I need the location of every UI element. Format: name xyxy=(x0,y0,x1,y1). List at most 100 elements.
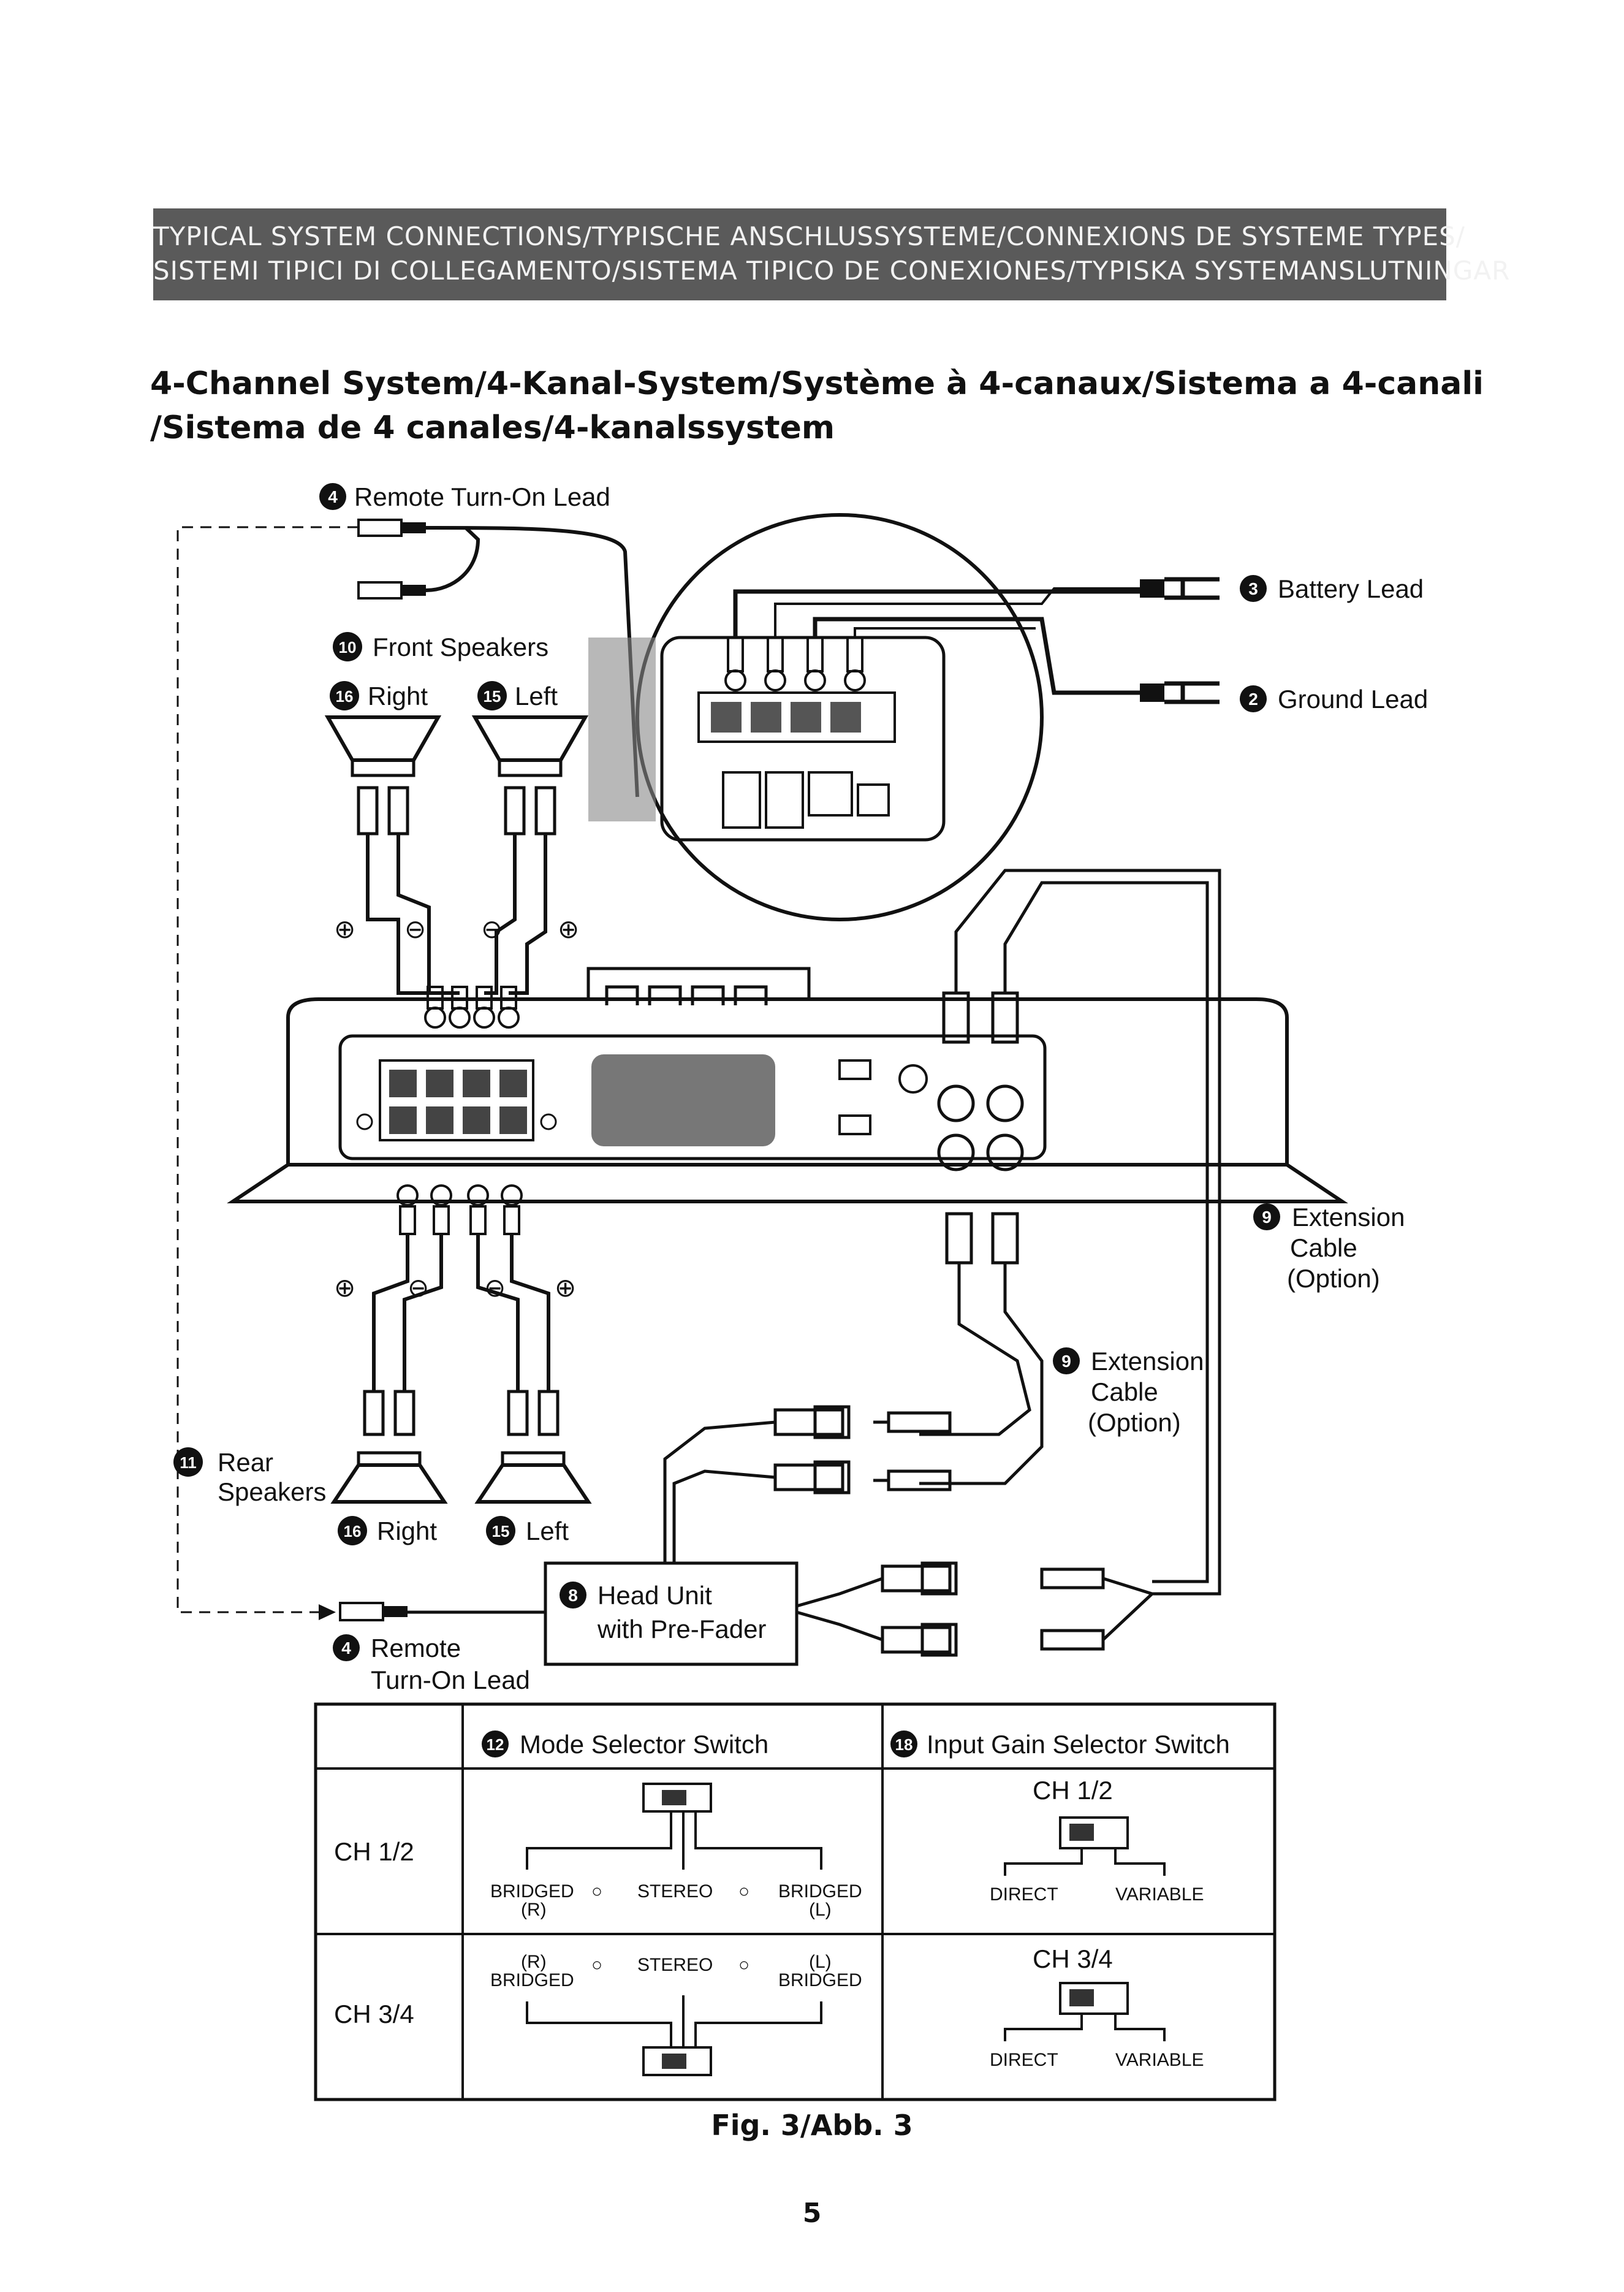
svg-text:(Option): (Option) xyxy=(1088,1408,1181,1437)
rear-right-speaker xyxy=(330,1390,448,1504)
label-front-speakers: 10 Front Speakers xyxy=(333,632,548,661)
heading-line-1: 4-Channel System/4-Kanal-System/Système … xyxy=(150,365,1484,402)
banner-line-2: SISTEMI TIPICI DI COLLEGAMENTO/SISTEMA T… xyxy=(153,256,1511,286)
rca-plugs-lower xyxy=(796,1561,1153,1657)
svg-text:○: ○ xyxy=(738,1955,749,1975)
page-number: 5 xyxy=(802,2198,822,2229)
remote-lead-connector-bottom: 4 Remote Turn-On Lead xyxy=(333,1602,545,1694)
svg-text:CH 1/2: CH 1/2 xyxy=(1033,1776,1113,1805)
rca-input-cables xyxy=(919,869,1221,1596)
front-left-pos-wire xyxy=(509,834,547,995)
plus-symbol: ⊕ xyxy=(334,1273,355,1302)
label-front-left: 15 Left xyxy=(477,681,558,710)
svg-text:DIRECT: DIRECT xyxy=(990,2050,1058,2070)
mode-switch-ch34: (R) ○ STEREO ○ (L) BRIDGED BRIDGED xyxy=(490,1952,862,2076)
plus-symbol: ⊕ xyxy=(334,915,355,943)
svg-text:BRIDGED: BRIDGED xyxy=(778,1881,862,1902)
label-rear-right: 16 Right xyxy=(338,1516,437,1545)
front-right-neg-wire xyxy=(397,834,460,995)
gain-switch-ch34: CH 3/4 DIRECT VARIABLE xyxy=(990,1944,1204,2070)
banner-line-1: TYPICAL SYSTEM CONNECTIONS/TYPISCHE ANSC… xyxy=(153,221,1465,251)
section-heading: 4-Channel System/4-Kanal-System/Système … xyxy=(150,362,1484,450)
svg-text:CH 3/4: CH 3/4 xyxy=(1033,1944,1113,1973)
label-ground-lead: 2 Ground Lead xyxy=(1240,685,1428,714)
mode-selector-header: 12 Mode Selector Switch xyxy=(482,1730,768,1759)
svg-text:Extension: Extension xyxy=(1292,1203,1405,1232)
ground-wire xyxy=(813,617,1220,704)
svg-text:Right: Right xyxy=(368,682,428,710)
amp-speaker-lugs-bottom xyxy=(397,1184,523,1235)
front-right-pos-wire xyxy=(366,834,435,995)
svg-text:Cable: Cable xyxy=(1091,1377,1158,1406)
front-left-speaker xyxy=(471,715,589,836)
label-rear-speakers: 11 Rear Speakers xyxy=(173,1447,326,1506)
svg-text:BRIDGED: BRIDGED xyxy=(490,1881,574,1902)
svg-text:Speakers: Speakers xyxy=(218,1477,326,1506)
label-rear-left: 15 Left xyxy=(486,1516,569,1545)
svg-text:○: ○ xyxy=(591,1881,602,1902)
label-extension-cable-mid: 9 Extension Cable (Option) xyxy=(1053,1347,1204,1437)
selector-table: 12 Mode Selector Switch 18 Input Gain Se… xyxy=(314,1702,1277,2101)
svg-text:DIRECT: DIRECT xyxy=(990,1884,1058,1905)
minus-symbol: ⊖ xyxy=(481,915,503,943)
amp-terminal-detail xyxy=(588,636,946,842)
svg-text:4: 4 xyxy=(328,487,338,506)
svg-text:3: 3 xyxy=(1248,579,1258,598)
plus-symbol: ⊕ xyxy=(558,915,579,943)
section-banner: TYPICAL SYSTEM CONNECTIONS/TYPISCHE ANSC… xyxy=(153,208,1511,300)
battery-wire xyxy=(733,577,1220,638)
svg-text:Ground Lead: Ground Lead xyxy=(1278,685,1428,714)
svg-text:Rear: Rear xyxy=(218,1448,273,1477)
svg-text:Battery Lead: Battery Lead xyxy=(1278,574,1424,603)
svg-text:Remote: Remote xyxy=(371,1634,461,1662)
svg-text:(L): (L) xyxy=(809,1900,832,1920)
svg-text:10: 10 xyxy=(339,638,357,657)
svg-text:12: 12 xyxy=(487,1735,504,1754)
svg-text:Mode Selector Switch: Mode Selector Switch xyxy=(520,1730,768,1759)
svg-text:VARIABLE: VARIABLE xyxy=(1115,2050,1204,2070)
svg-text:BRIDGED: BRIDGED xyxy=(778,1970,862,1990)
remote-lead-connector-top xyxy=(357,519,639,798)
figure-caption: Fig. 3/Abb. 3 xyxy=(711,2109,913,2142)
svg-text:BRIDGED: BRIDGED xyxy=(490,1970,574,1990)
amp-speaker-lugs-top xyxy=(424,986,520,1029)
svg-text:STEREO: STEREO xyxy=(637,1881,713,1902)
rear-left-speaker xyxy=(474,1390,592,1504)
svg-text:9: 9 xyxy=(1061,1352,1071,1371)
svg-text:Left: Left xyxy=(526,1517,569,1545)
label-extension-cable-right: 9 Extension Cable (Option) xyxy=(1253,1203,1405,1293)
svg-text:16: 16 xyxy=(344,1522,362,1540)
svg-text:11: 11 xyxy=(180,1453,197,1472)
rear-right-pos-wire xyxy=(372,1234,409,1392)
svg-text:STEREO: STEREO xyxy=(637,1955,713,1975)
svg-text:15: 15 xyxy=(492,1522,510,1540)
plus-symbol: ⊕ xyxy=(555,1273,576,1302)
svg-text:Cable: Cable xyxy=(1290,1233,1357,1262)
svg-text:Left: Left xyxy=(515,682,558,710)
minus-symbol: ⊖ xyxy=(404,915,426,943)
svg-text:(R): (R) xyxy=(521,1952,547,1972)
svg-text:Right: Right xyxy=(377,1517,437,1545)
svg-text:2: 2 xyxy=(1248,690,1258,709)
gain-switch-ch12: CH 1/2 DIRECT VARIABLE xyxy=(990,1776,1204,1905)
input-gain-header: 18 Input Gain Selector Switch xyxy=(890,1730,1230,1759)
remote-dashed-line xyxy=(176,526,359,1613)
minus-symbol: ⊖ xyxy=(408,1273,429,1302)
rca-plugs-upper xyxy=(663,1405,952,1594)
rear-left-neg-wire xyxy=(476,1234,520,1392)
rear-right-neg-wire xyxy=(403,1234,443,1392)
svg-text:8: 8 xyxy=(568,1586,578,1605)
svg-text:Front Speakers: Front Speakers xyxy=(373,633,548,661)
svg-text:Input Gain Selector Switch: Input Gain Selector Switch xyxy=(927,1730,1230,1759)
label-remote-top: 4 Remote Turn-On Lead xyxy=(319,482,610,511)
row-label-ch12: CH 1/2 xyxy=(334,1837,414,1866)
remote-arrow-head xyxy=(319,1604,336,1620)
row-label-ch34: CH 3/4 xyxy=(334,2000,414,2028)
minus-symbol: ⊖ xyxy=(484,1273,506,1302)
amplifier xyxy=(227,967,1348,1203)
rear-left-pos-wire xyxy=(510,1234,550,1392)
svg-text:18: 18 xyxy=(895,1735,913,1754)
front-right-speaker xyxy=(324,715,442,836)
front-left-neg-wire xyxy=(484,834,517,995)
